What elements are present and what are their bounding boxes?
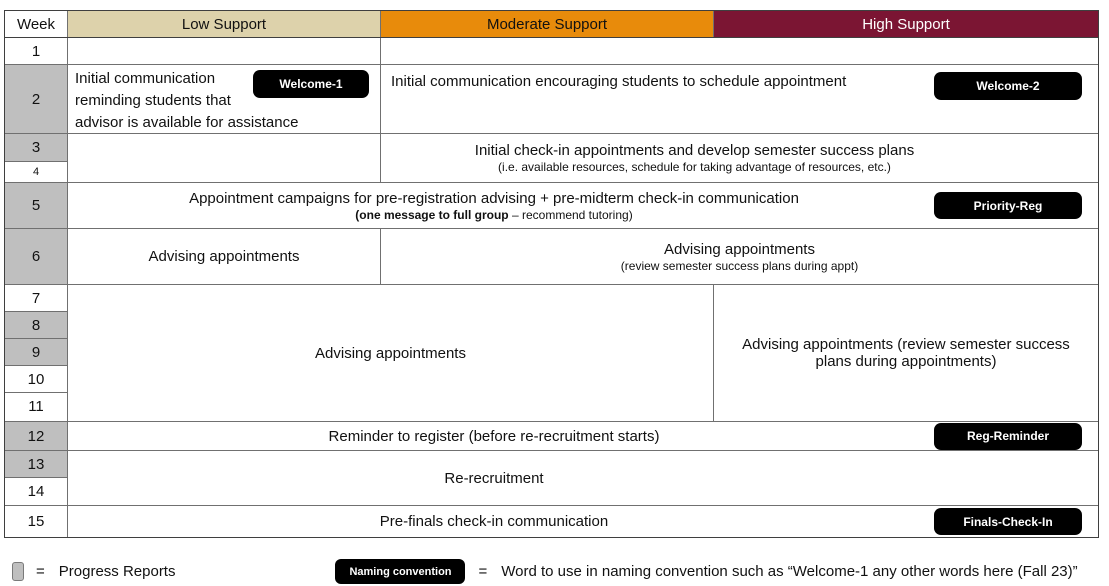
week-13-14-text: Re-recruitment <box>444 469 544 487</box>
progress-equals-sign: = <box>36 563 45 580</box>
header-moderate-support: Moderate Support <box>381 11 714 37</box>
week-2-low-text: Initial communication reminding students… <box>75 70 299 131</box>
week-4-number: 4 <box>32 165 40 178</box>
week-12-text: Reminder to register (before re-recruitm… <box>328 427 660 445</box>
support-schedule-table: Week Low Support Moderate Support High S… <box>4 10 1099 538</box>
naming-convention-badge: Naming convention <box>335 559 466 584</box>
week-12-full-cell: Reminder to register (before re-recruitm… <box>68 422 1098 450</box>
finals-check-in-badge: Finals-Check-In <box>934 508 1082 535</box>
header-week: Week <box>5 11 68 37</box>
week-3-4-subtitle: (i.e. available resources, schedule for … <box>498 160 891 174</box>
week-1-modhigh-cell <box>381 38 1098 64</box>
naming-convention-description: Word to use in naming convention such as… <box>501 563 1078 580</box>
week-2-modhigh-text: Initial communication encouraging studen… <box>391 73 847 90</box>
week-12-number: 12 <box>5 422 68 450</box>
week-3-4-numbers: 3 4 <box>5 134 68 182</box>
week-15-text: Pre-finals check-in communication <box>379 513 609 530</box>
naming-equals-sign: = <box>478 563 488 580</box>
week-5-number: 5 <box>5 183 68 228</box>
header-high-support: High Support <box>714 11 1098 37</box>
week-7-11-rows: 7 8 9 10 11 Advising appointments Advisi… <box>5 285 1098 422</box>
week-13-14-full-cell: Re-recruitment <box>68 451 1098 505</box>
week-1-number: 1 <box>5 38 68 64</box>
week-6-row: 6 Advising appointments Advising appoint… <box>5 229 1098 285</box>
week-7-11-numbers: 7 8 9 10 11 <box>5 285 68 421</box>
week-5-subtitle-bold: (one message to full group <box>355 207 512 222</box>
week-2-modhigh-cell: Welcome-2 Initial communication encourag… <box>381 65 1098 133</box>
week-7-11-lowmod-text: Advising appointments <box>315 344 466 362</box>
header-row: Week Low Support Moderate Support High S… <box>5 11 1098 38</box>
legend-row: = Progress Reports Naming convention = W… <box>12 559 1109 584</box>
week-6-subtitle: (review semester success plans during ap… <box>620 258 859 273</box>
week-13-number: 13 <box>5 451 67 478</box>
week-8-number: 8 <box>5 312 67 339</box>
week-6-number: 6 <box>5 229 68 284</box>
week-11-number: 11 <box>28 398 44 415</box>
week-13-14-rows: 13 14 Re-recruitment <box>5 451 1098 506</box>
week-5-badge-area: Priority-Reg <box>920 192 1098 219</box>
reg-reminder-badge: Reg-Reminder <box>934 422 1082 450</box>
week-3-4-modhigh-cell: Initial check-in appointments and develo… <box>381 134 1098 182</box>
week-3-4-low-cell <box>68 134 381 182</box>
week-7-number: 7 <box>5 285 67 312</box>
week-3-4-title: Initial check-in appointments and develo… <box>474 142 915 159</box>
week-6-modhigh-cell: Advising appointments (review semester s… <box>381 229 1098 284</box>
week-5-subtitle: (one message to full group – recommend t… <box>68 208 920 223</box>
week-12-badge-area: Reg-Reminder <box>920 422 1098 450</box>
week-14-number: 14 <box>27 482 45 500</box>
priority-reg-badge: Priority-Reg <box>934 192 1082 219</box>
week-15-full-cell: Pre-finals check-in communication Finals… <box>68 506 1098 537</box>
week-15-number: 15 <box>5 506 68 537</box>
progress-reports-swatch-icon <box>12 562 24 581</box>
header-low-support: Low Support <box>68 11 381 37</box>
week-7-11-lowmod-cell: Advising appointments <box>68 285 714 421</box>
week-3-number: 3 <box>5 134 67 162</box>
week-13-14-numbers: 13 14 <box>5 451 68 505</box>
week-6-title: Advising appointments <box>664 240 815 258</box>
week-12-row: 12 Reminder to register (before re-recru… <box>5 422 1098 451</box>
week-3-4-rows: 3 4 Initial check-in appointments and de… <box>5 134 1098 183</box>
week-1-row: 1 <box>5 38 1098 65</box>
week-6-low-cell: Advising appointments <box>68 229 381 284</box>
week-5-text-block: Appointment campaigns for pre-registrati… <box>68 189 920 223</box>
week-2-row: 2 Welcome-1 Initial communication remind… <box>5 65 1098 134</box>
week-9-number: 9 <box>5 339 67 366</box>
week-7-11-high-text: Advising appointments (review semester s… <box>742 336 1070 370</box>
week-10-number: 10 <box>5 366 67 393</box>
week-2-number: 2 <box>5 65 68 133</box>
week-6-low-text: Advising appointments <box>148 248 300 265</box>
week-5-title: Appointment campaigns for pre-registrati… <box>189 189 799 207</box>
progress-reports-label: Progress Reports <box>58 563 176 580</box>
week-15-badge-area: Finals-Check-In <box>920 508 1098 535</box>
week-7-11-high-cell: Advising appointments (review semester s… <box>714 285 1098 421</box>
week-5-row: 5 Appointment campaigns for pre-registra… <box>5 183 1098 229</box>
week-5-full-cell: Appointment campaigns for pre-registrati… <box>68 183 1098 228</box>
welcome-2-badge: Welcome-2 <box>934 72 1082 100</box>
welcome-1-badge: Welcome-1 <box>253 70 369 98</box>
week-2-low-cell: Welcome-1 Initial communication remindin… <box>68 65 381 133</box>
week-5-subtitle-rest: – recommend tutoring) <box>511 207 633 222</box>
week-15-row: 15 Pre-finals check-in communication Fin… <box>5 506 1098 537</box>
week-1-low-cell <box>68 38 381 64</box>
